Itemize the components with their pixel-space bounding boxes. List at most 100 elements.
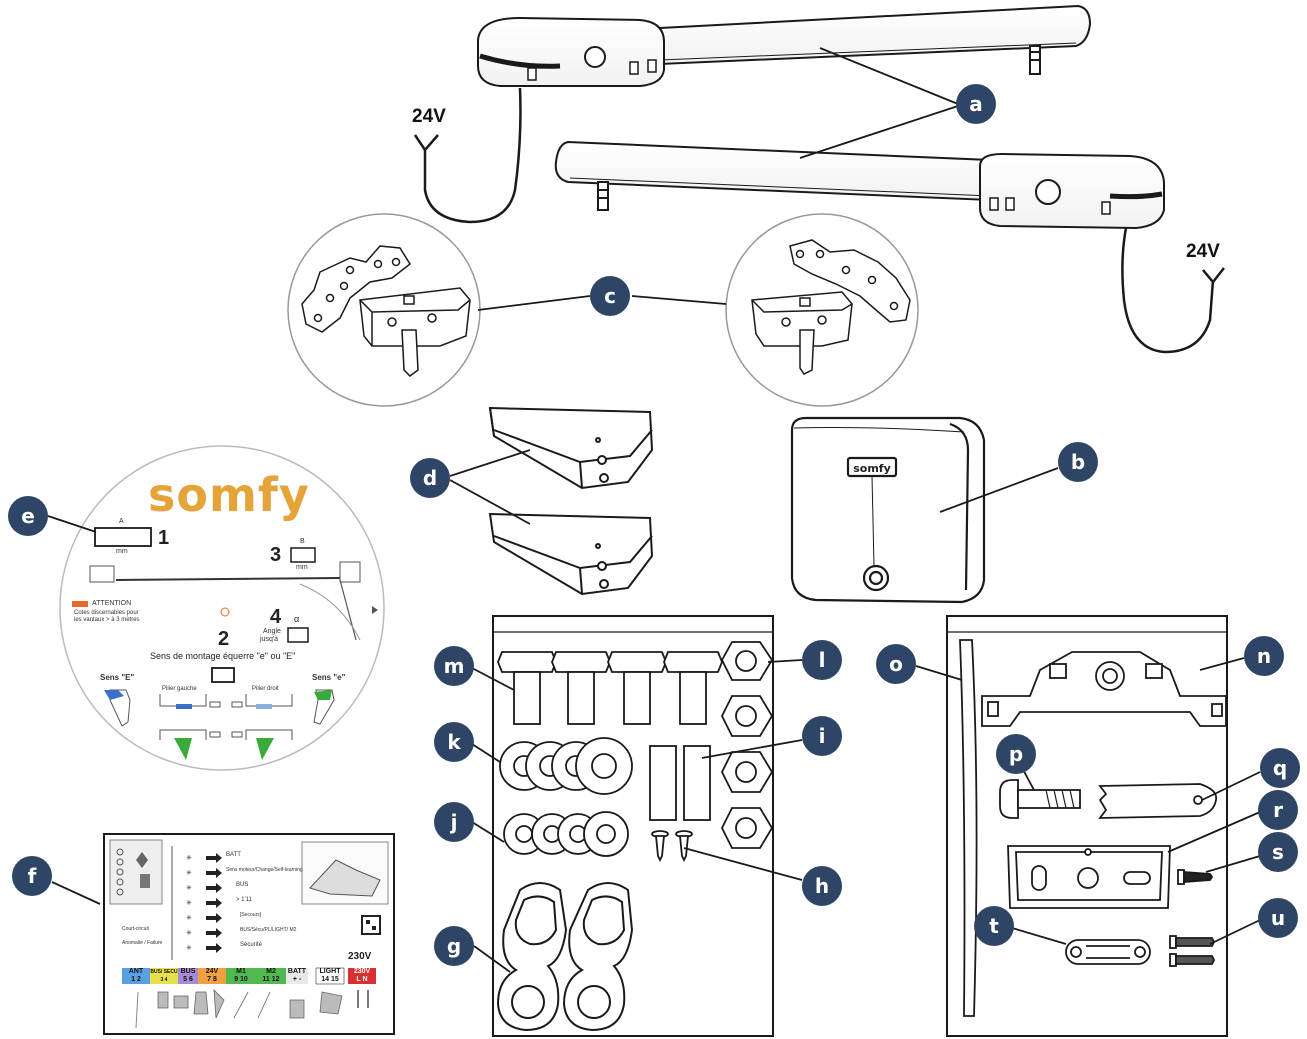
terminal-nums: 9 10: [234, 976, 248, 983]
svg-text:somfy: somfy: [853, 462, 891, 475]
terminal-name: 230V: [353, 968, 371, 975]
terminal-name: M2: [266, 968, 276, 975]
label-f-row-7: Sécurité: [240, 942, 263, 948]
terminal-name: M1: [236, 968, 246, 975]
screws-h: [651, 830, 693, 863]
label-f-row-3: BUS: [236, 882, 249, 888]
bolts: [497, 651, 723, 725]
small-washers: [503, 811, 629, 857]
cable-clips: [496, 882, 634, 1032]
leader-line-e: [47, 515, 97, 533]
marker-k: k: [434, 722, 474, 762]
terminal-nums: 5 6: [183, 976, 193, 983]
label-e-box-a: A: [119, 518, 124, 525]
terminal-nums: 3 4: [160, 977, 168, 983]
hardware-bag: [492, 615, 774, 1037]
label-e-pilier-droit: Pilier droit: [252, 686, 279, 692]
label-f-row-1: BATT: [226, 852, 241, 858]
screw-s: [1177, 869, 1214, 885]
marker-c: c: [590, 276, 630, 316]
marker-s: s: [1258, 832, 1298, 872]
marker-o: o: [876, 644, 916, 684]
spacers: [649, 745, 711, 821]
marker-n: n: [1244, 636, 1284, 676]
label-e-pilier-gauche: Pilier gauche: [162, 686, 197, 692]
label-e-angle2: jusq'à: [260, 636, 279, 643]
screws-u: [1169, 935, 1216, 967]
marker-r: r: [1258, 790, 1298, 830]
bracket-circle-right: [725, 213, 919, 407]
nuts: [720, 641, 774, 849]
label-f-legend-1: Court-circuit: [122, 926, 149, 932]
marker-m: m: [434, 646, 474, 686]
bracket-circle-left: [287, 213, 481, 407]
leader-lines-a: [799, 47, 959, 159]
terminal-name: 24V: [205, 968, 219, 975]
label-f-row-4: > 1'11: [236, 897, 252, 903]
marker-a: a: [956, 84, 996, 124]
label-e-mm-b: mm: [296, 564, 308, 571]
marker-g: g: [434, 926, 474, 966]
marker-j: j: [434, 802, 474, 842]
marker-f: f: [12, 856, 52, 896]
terminal-nums: L N: [356, 976, 368, 983]
terminal-bus-secu: BUS/ SECU 3 4: [150, 968, 178, 984]
marker-l: l: [802, 640, 842, 680]
label-e-attention-text1: Cotes discernables pour: [74, 610, 139, 616]
label-e-num-4: 4: [270, 606, 282, 628]
label-e-angle: Angle: [263, 628, 281, 635]
marker-e: e: [8, 496, 48, 536]
svg-text:✳: ✳: [186, 884, 192, 892]
terminal-name: BUS: [180, 968, 196, 975]
terminal-nums: 1 2: [131, 976, 141, 983]
leader-lines-d: [449, 449, 531, 525]
label-f-row-6: BUS/Sécu/PL/LIGHT/ M2: [240, 927, 297, 933]
terminal-nums: 11 12: [262, 976, 280, 983]
svg-text:✳: ✳: [186, 854, 192, 862]
label-e-num-1: 1: [158, 527, 170, 549]
release-bracket: [981, 651, 1227, 727]
marker-d: d: [410, 458, 450, 498]
label-f-legend-2: Anomalie / Failure: [122, 940, 163, 946]
terminal-nums: + -: [292, 976, 302, 983]
svg-text:✳: ✳: [186, 899, 192, 907]
terminal-nums: 7 8: [207, 976, 217, 983]
label-e-attention-text2: les vantaux > à 3 mètres: [74, 617, 140, 623]
label-e-sens-e: Sens "e": [312, 673, 346, 682]
marker-q: q: [1260, 748, 1300, 788]
leader-line-f: [51, 881, 101, 905]
bracket-d-bottom: [488, 512, 654, 596]
voltage-label-right: 24V: [1186, 241, 1220, 262]
large-washers: [499, 737, 633, 795]
stop-piece: [1065, 939, 1151, 965]
release-key: [1098, 783, 1218, 819]
somfy-logo: somfy: [148, 468, 310, 522]
label-e-mm-a: mm: [116, 548, 128, 555]
label-f-voltage: 230V: [348, 951, 372, 962]
svg-text:✳: ✳: [186, 869, 192, 877]
terminal-name: BUS/ SECU: [150, 969, 178, 975]
attention-swatch: [72, 601, 88, 607]
mounting-plate: [1007, 845, 1171, 909]
seal-strip: [959, 639, 978, 1017]
terminal-nums: 14 15: [321, 976, 339, 983]
marker-i: i: [802, 716, 842, 756]
marker-t: t: [974, 906, 1014, 946]
leader-lines-bag: [471, 659, 803, 973]
label-e-alpha: α: [294, 614, 300, 624]
terminal-name: BATT: [287, 968, 307, 975]
motor-arm-top: [413, 4, 1092, 224]
terminal-name: LIGHT: [319, 968, 341, 975]
svg-text:✳: ✳: [186, 929, 192, 937]
accessory-bag: [946, 615, 1228, 1037]
label-e-mounting: Sens de montage équerre "e" ou "E": [150, 651, 296, 661]
label-e-num-3: 3: [270, 544, 282, 566]
bracket-d-top: [488, 406, 654, 490]
control-box: somfy: [790, 416, 986, 604]
leader-lines-c: [477, 295, 727, 311]
